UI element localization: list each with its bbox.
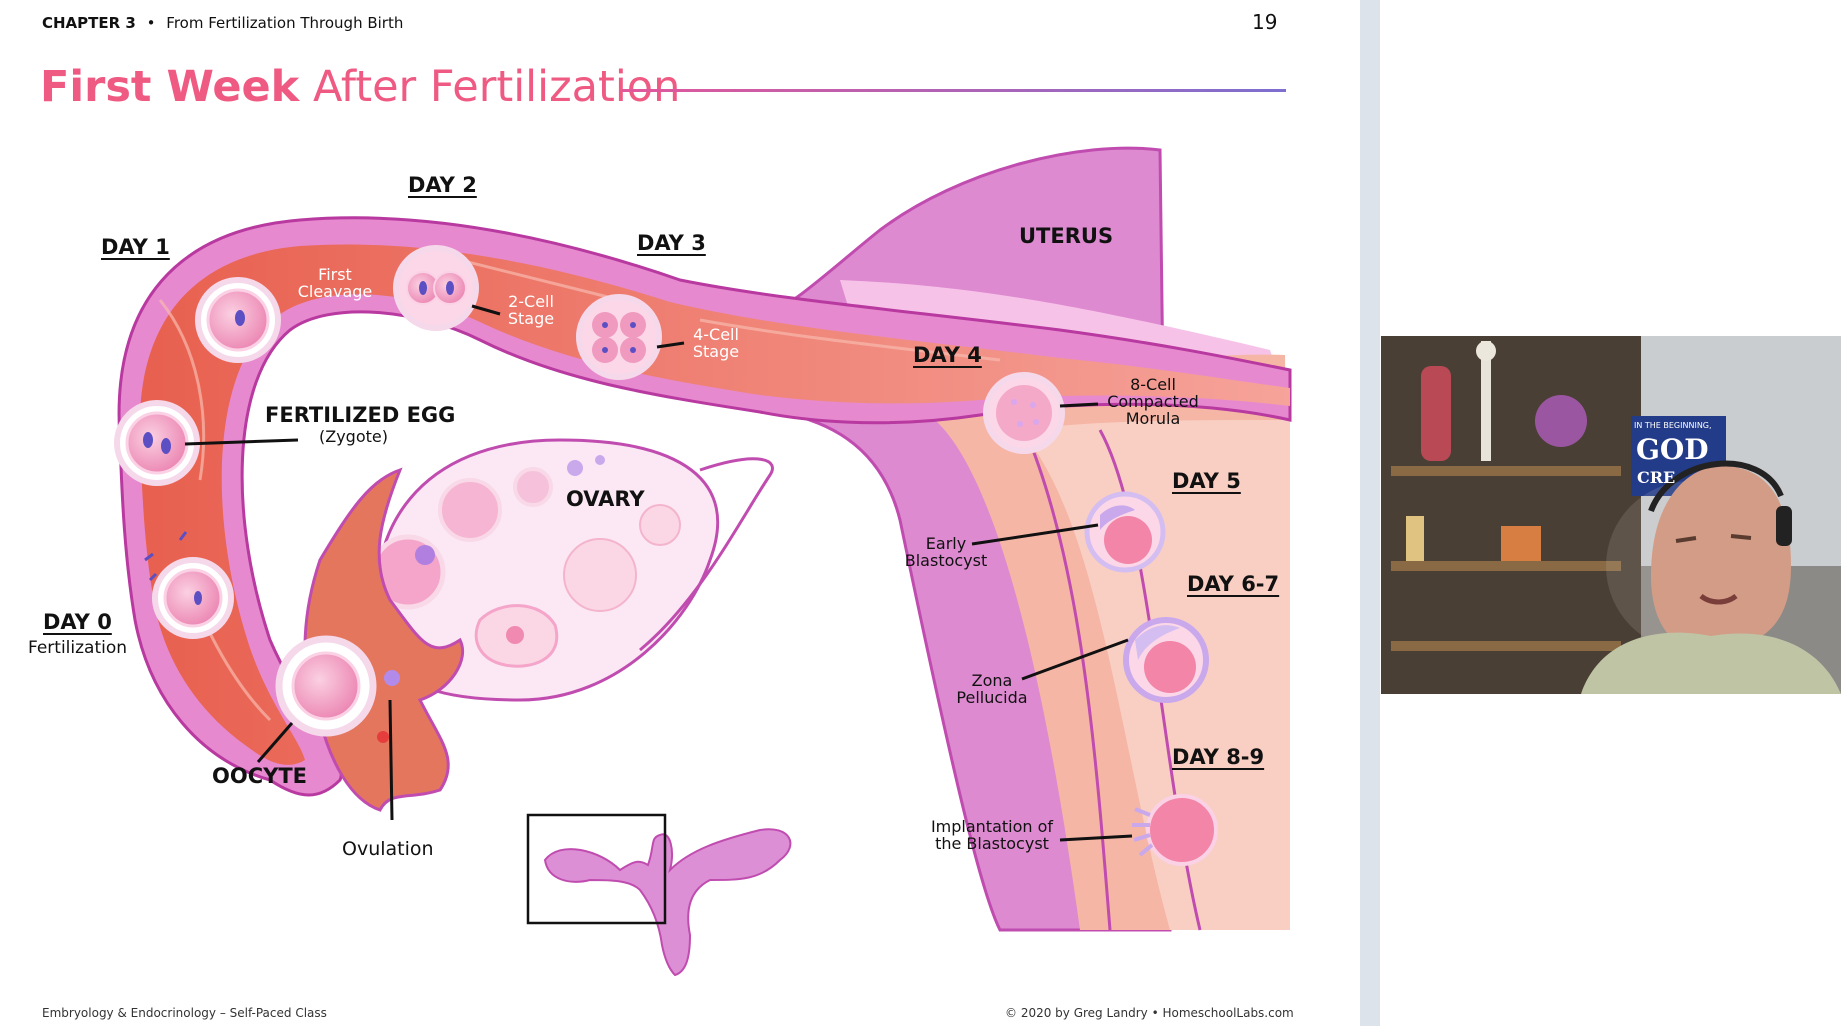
- presenter-webcam: IN THE BEGINNING, GOD CRE: [1381, 336, 1841, 694]
- label-day3: DAY 3: [637, 231, 706, 255]
- title-rest: After Fertilization: [312, 62, 681, 112]
- label-uterus: UTERUS: [1019, 224, 1114, 248]
- header-bullet: •: [146, 14, 156, 32]
- cell-early-blastocyst: [1084, 491, 1166, 573]
- cell-four-cell: [576, 294, 662, 380]
- ovulation-pointer: [388, 699, 394, 821]
- poster-line2: GOD: [1636, 433, 1709, 466]
- poster-line1: IN THE BEGINNING,: [1634, 421, 1712, 430]
- slide-edge: [1360, 0, 1380, 1026]
- footer-right: © 2020 by Greg Landry • HomeschoolLabs.c…: [1005, 1006, 1294, 1020]
- label-zygote: (Zygote): [319, 427, 388, 446]
- page-number: 19: [1252, 10, 1278, 34]
- chapter-number: CHAPTER 3: [42, 14, 136, 32]
- title-rule: [622, 89, 1286, 92]
- label-day6-7: DAY 6-7: [1187, 572, 1280, 596]
- label-pointers: [184, 304, 1133, 842]
- label-fertilized-egg: FERTILIZED EGG: [265, 403, 456, 427]
- cell-zygote: [114, 400, 200, 486]
- label-day2: DAY 2: [408, 173, 477, 197]
- label-day0: DAY 0: [43, 610, 112, 634]
- cell-zona-pellucida: [1123, 617, 1209, 703]
- cell-implantation: [1132, 794, 1218, 866]
- fertilization-diagram: [114, 146, 1292, 977]
- cell-day1: [195, 277, 281, 363]
- footer-left: Embryology & Endocrinology – Self-Paced …: [42, 1006, 327, 1020]
- label-day1: DAY 1: [101, 235, 170, 259]
- title-bold: First Week: [40, 62, 300, 112]
- cell-two-cell: [393, 245, 479, 331]
- reproductive-system-icon: [526, 813, 792, 977]
- chapter-header: CHAPTER 3 • From Fertilization Through B…: [42, 14, 403, 32]
- cell-morula: [983, 372, 1065, 454]
- zoom-box: [526, 813, 667, 925]
- label-fertilization: Fertilization: [28, 638, 128, 658]
- label-day5: DAY 5: [1172, 469, 1241, 493]
- slide: CHAPTER 3 • From Fertilization Through B…: [28, 10, 1294, 1020]
- chapter-title: From Fertilization Through Birth: [166, 14, 404, 32]
- label-day4: DAY 4: [913, 343, 982, 367]
- cell-oocyte: [275, 635, 377, 737]
- label-ovulation: Ovulation: [342, 838, 434, 860]
- slide-title: First Week After Fertilization: [40, 62, 680, 112]
- ovary-shape: [370, 438, 774, 702]
- label-ovary: OVARY: [566, 487, 645, 511]
- label-oocyte: OOCYTE: [212, 764, 307, 788]
- fallopian-tube: [117, 216, 1292, 797]
- label-day8-9: DAY 8-9: [1172, 745, 1265, 769]
- cell-fertilization: [144, 531, 234, 639]
- poster-line3: CRE: [1637, 468, 1676, 487]
